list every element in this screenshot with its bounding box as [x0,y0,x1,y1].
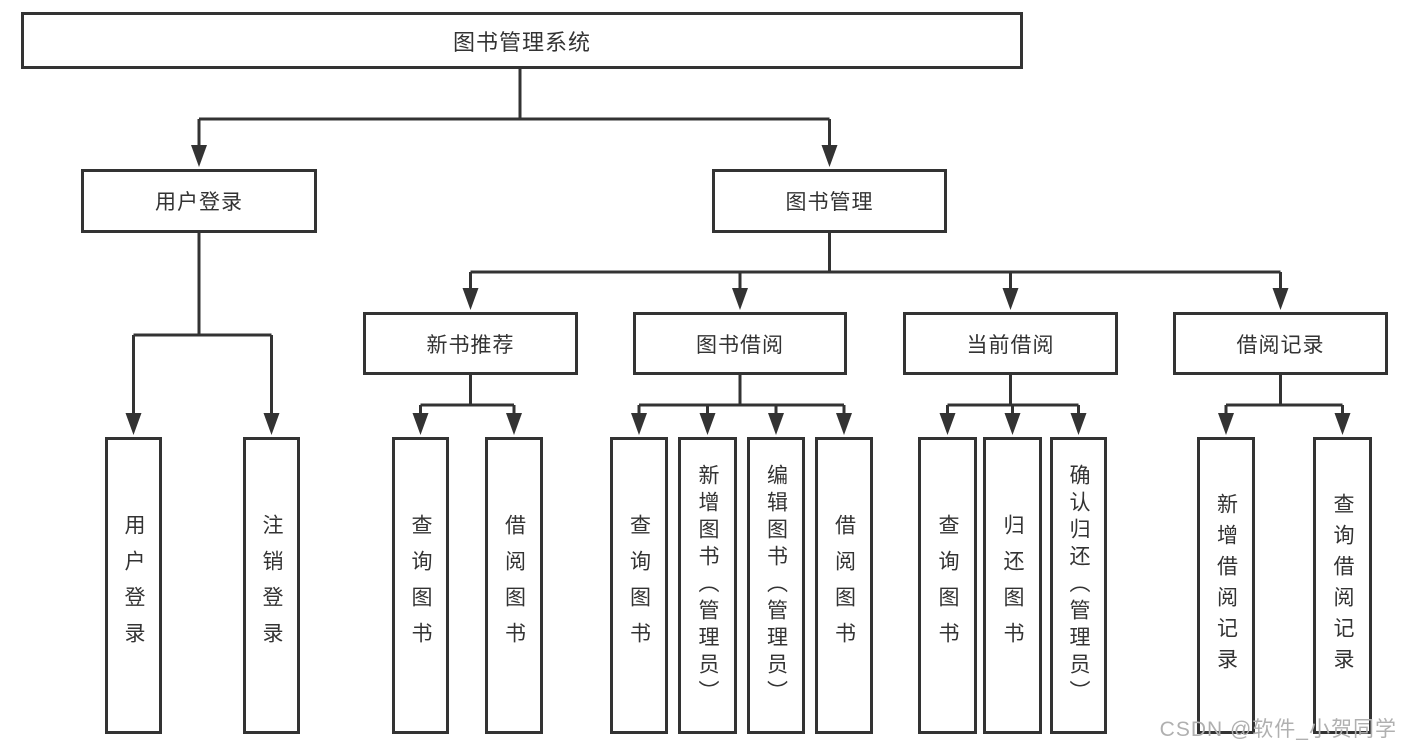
leaf-borrow-query-books: 查询图书 [610,437,668,734]
node-book-borrow: 图书借阅 [633,312,847,375]
arrowhead-icons [125,145,1351,435]
leaf-confirm-return-admin: 确认归还（管理员） [1050,437,1107,734]
leaf-return-books: 归还图书 [983,437,1042,734]
node-borrow-records: 借阅记录 [1173,312,1388,375]
leaf-add-borrow-record: 新增借阅记录 [1197,437,1255,734]
leaf-current-query-books: 查询图书 [918,437,977,734]
leaf-logout: 注销登录 [243,437,300,734]
tree-edges [132,69,1344,420]
leaf-query-borrow-record: 查询借阅记录 [1313,437,1372,734]
node-book-management: 图书管理 [712,169,947,233]
csdn-watermark: CSDN @软件_小贺同学 [1159,718,1397,741]
node-user-login-module: 用户登录 [81,169,317,233]
node-current-borrow: 当前借阅 [903,312,1118,375]
node-root-system: 图书管理系统 [21,12,1023,69]
node-new-book-recommend: 新书推荐 [363,312,578,375]
leaf-recommend-borrow-books: 借阅图书 [485,437,543,734]
leaf-add-books-admin: 新增图书（管理员） [678,437,737,734]
leaf-recommend-query-books: 查询图书 [392,437,449,734]
leaf-borrow-books: 借阅图书 [815,437,873,734]
leaf-user-login: 用户登录 [105,437,162,734]
leaf-edit-books-admin: 编辑图书（管理员） [747,437,805,734]
